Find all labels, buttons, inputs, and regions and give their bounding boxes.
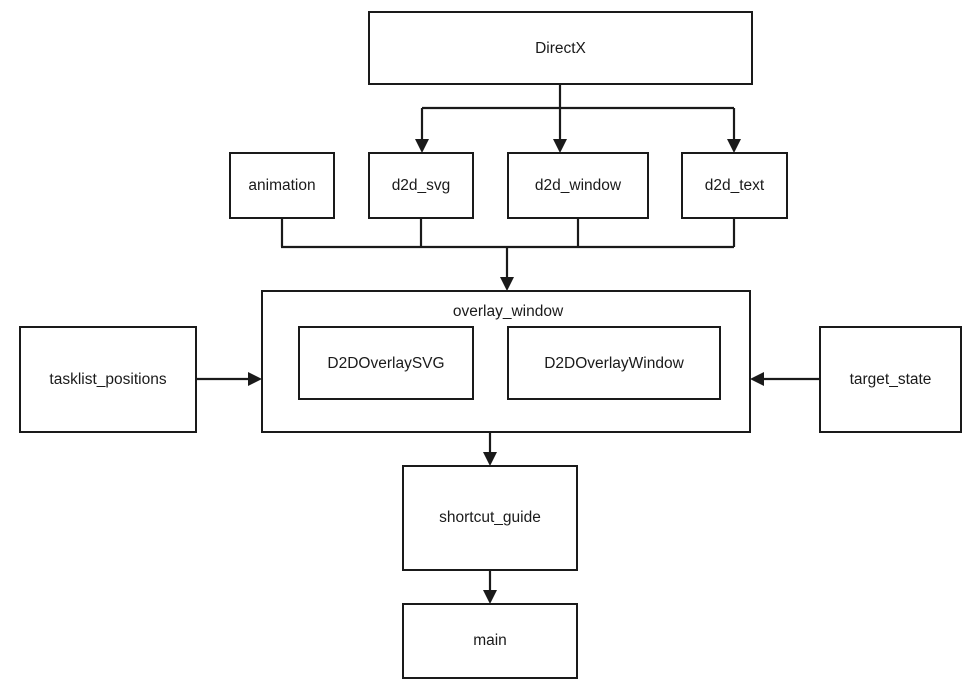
node-d2d-window-label: d2d_window	[535, 177, 622, 194]
node-d2d-text[interactable]: d2d_text	[681, 152, 788, 219]
edge-shortcutguide-main	[483, 570, 497, 604]
arrow-head-d2d-window	[553, 139, 567, 153]
node-d2doverlaywindow-box[interactable]	[507, 326, 721, 400]
node-tasklist-positions[interactable]: tasklist_positions	[19, 326, 197, 433]
node-main-label: main	[473, 632, 507, 649]
arrow-head-target-state	[750, 372, 764, 386]
node-d2d-svg-box[interactable]	[368, 152, 474, 219]
node-d2doverlaysvg-label: D2DOverlaySVG	[327, 355, 444, 372]
node-d2d-window-box[interactable]	[507, 152, 649, 219]
node-d2doverlaysvg[interactable]: D2DOverlaySVG	[298, 326, 474, 400]
node-directx-label: DirectX	[535, 40, 586, 57]
edge-tasklist-overlay	[196, 372, 262, 386]
node-animation-box[interactable]	[229, 152, 335, 219]
node-main-box[interactable]	[402, 603, 578, 679]
node-d2d-svg-label: d2d_svg	[392, 177, 451, 194]
node-shortcut-guide[interactable]: shortcut_guide	[402, 465, 578, 571]
node-tasklist-positions-box[interactable]	[19, 326, 197, 433]
arrow-head-main	[483, 590, 497, 604]
node-d2d-svg[interactable]: d2d_svg	[368, 152, 474, 219]
node-d2d-window[interactable]: d2d_window	[507, 152, 649, 219]
node-target-state-label: target_state	[850, 371, 932, 388]
node-directx[interactable]: DirectX	[368, 11, 753, 85]
arrow-head-d2d-svg	[415, 139, 429, 153]
edge-targetstate-overlay	[750, 372, 820, 386]
edge-overlay-shortcutguide	[483, 432, 497, 466]
node-d2d-text-label: d2d_text	[705, 177, 765, 194]
node-animation[interactable]: animation	[229, 152, 335, 219]
node-animation-label: animation	[248, 177, 315, 194]
arrow-head-tasklist	[248, 372, 262, 386]
node-directx-box[interactable]	[368, 11, 753, 85]
node-main[interactable]: main	[402, 603, 578, 679]
node-d2doverlaysvg-box[interactable]	[298, 326, 474, 400]
node-shortcut-guide-label: shortcut_guide	[439, 509, 541, 526]
edge-row2-fanin-overlay	[280, 218, 736, 291]
arrow-head-overlay-window	[500, 277, 514, 291]
edge-directx-fanout	[415, 84, 741, 153]
node-target-state[interactable]: target_state	[819, 326, 962, 433]
node-tasklist-positions-label: tasklist_positions	[49, 371, 166, 388]
node-d2doverlaywindow-label: D2DOverlayWindow	[544, 355, 684, 372]
node-shortcut-guide-box[interactable]	[402, 465, 578, 571]
arrow-head-d2d-text	[727, 139, 741, 153]
node-target-state-box[interactable]	[819, 326, 962, 433]
node-overlay-window-label: overlay_window	[453, 303, 564, 320]
node-d2d-text-box[interactable]	[681, 152, 788, 219]
arrow-head-shortcut-guide	[483, 452, 497, 466]
node-d2doverlaywindow[interactable]: D2DOverlayWindow	[507, 326, 721, 400]
